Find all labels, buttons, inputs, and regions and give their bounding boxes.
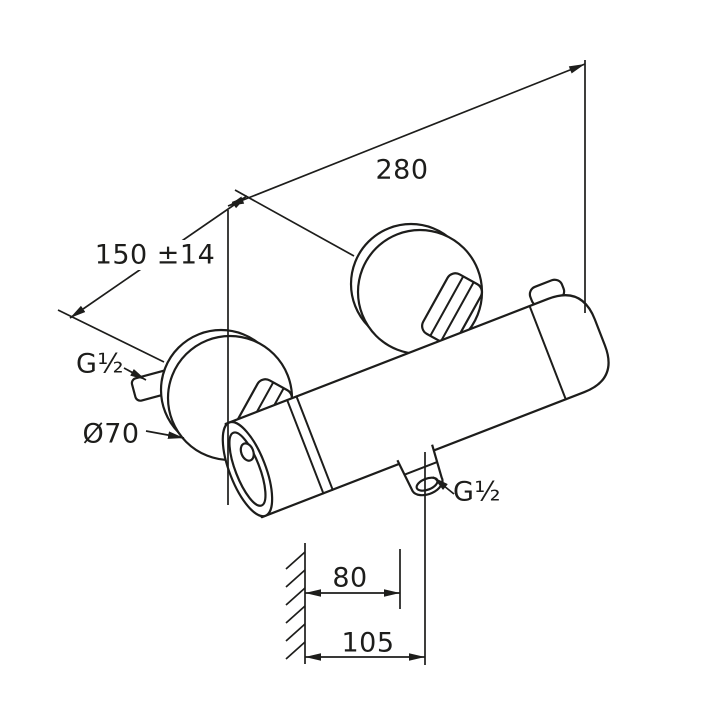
label-outlet-thread: G½ (453, 477, 501, 508)
label-inlet-thread: G½ (76, 349, 124, 380)
right-nut-flats (429, 276, 475, 342)
temperature-handle-button (239, 442, 255, 462)
label-150-background (103, 240, 207, 270)
outlet-collar-line (404, 461, 438, 476)
leader-inlet-thread (123, 367, 147, 381)
temperature-handle-inner-ring (228, 431, 267, 507)
right-union-nut (421, 272, 483, 346)
label-flange-diameter: Ø70 (82, 419, 139, 450)
label-overall-length: 280 (375, 155, 428, 186)
dimension-labels: 280 150 ±14 G½ Ø70 G½ 80 105 (76, 155, 501, 659)
mixer-body-group (221, 278, 610, 519)
extension-line-left-union (57, 309, 165, 363)
leader-flange-diameter (145, 430, 185, 439)
leader-outlet-thread (432, 476, 455, 495)
label-connection-spacing: 150 ±14 (95, 240, 216, 271)
wall-hatching (285, 551, 306, 660)
label-outlet-wall-distance: 80 (332, 563, 367, 594)
label-front-wall-distance: 105 (341, 628, 394, 659)
dimension-line-280 (227, 63, 586, 207)
body-joint-lines (286, 305, 567, 495)
extension-line-right-union (234, 189, 355, 257)
shower-mixer-fitting (130, 222, 610, 519)
dimension-layer: 280 150 ±14 G½ Ø70 G½ 80 105 (57, 60, 586, 665)
